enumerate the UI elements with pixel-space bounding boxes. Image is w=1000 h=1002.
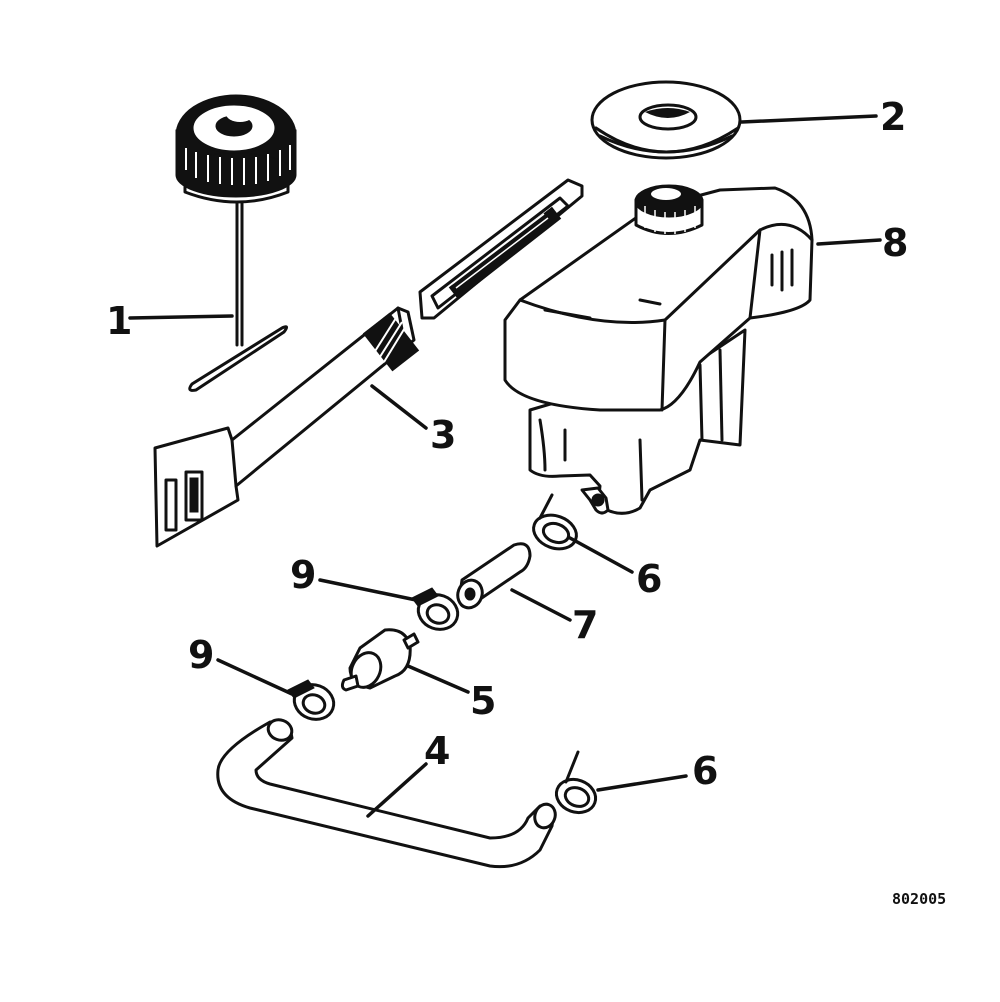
callout-9-lower: 9 [188,633,214,677]
figure-code: 802005 [892,890,946,908]
part-6-hose-clamp-lower [554,750,598,815]
part-6-hose-clamp-upper [532,493,578,551]
callout-4: 4 [424,729,450,773]
leader-line-8 [816,238,882,246]
callout-5: 5 [470,679,496,723]
leader-line-9b [216,658,294,696]
part-4-fuel-line-hose [216,718,557,869]
callout-7: 7 [572,603,598,647]
leader-line-6b [596,774,688,792]
callout-6-upper: 6 [636,557,662,601]
part-8-fuel-tank [503,184,814,515]
leader-line-4 [366,762,428,818]
leader-line-3 [370,384,428,430]
callout-8: 8 [882,221,908,265]
leader-lines [128,114,882,818]
part-3-mounting-strap [153,178,584,548]
callout-6-lower: 6 [692,749,718,793]
leader-line-5 [406,664,470,694]
leader-line-2 [740,114,878,124]
leader-line-6a [568,536,634,574]
part-9-hose-clip-lower [287,679,336,721]
part-5-fuel-filter [340,628,420,692]
callout-2: 2 [880,95,906,139]
leader-line-9a [318,578,418,602]
part-1-fuel-cap-with-gauge [175,94,297,392]
leader-line-1 [128,314,234,320]
callout-3: 3 [430,413,456,457]
callout-9-upper: 9 [290,553,316,597]
callout-1: 1 [106,299,132,343]
part-2-cap-gasket [590,80,742,160]
callout-numbers: 1 2 3 8 6 7 9 5 9 4 6 [106,95,908,793]
leader-line-7 [510,588,572,622]
part-7-short-hose [456,542,532,610]
part-9-hose-clip-upper [411,587,460,631]
